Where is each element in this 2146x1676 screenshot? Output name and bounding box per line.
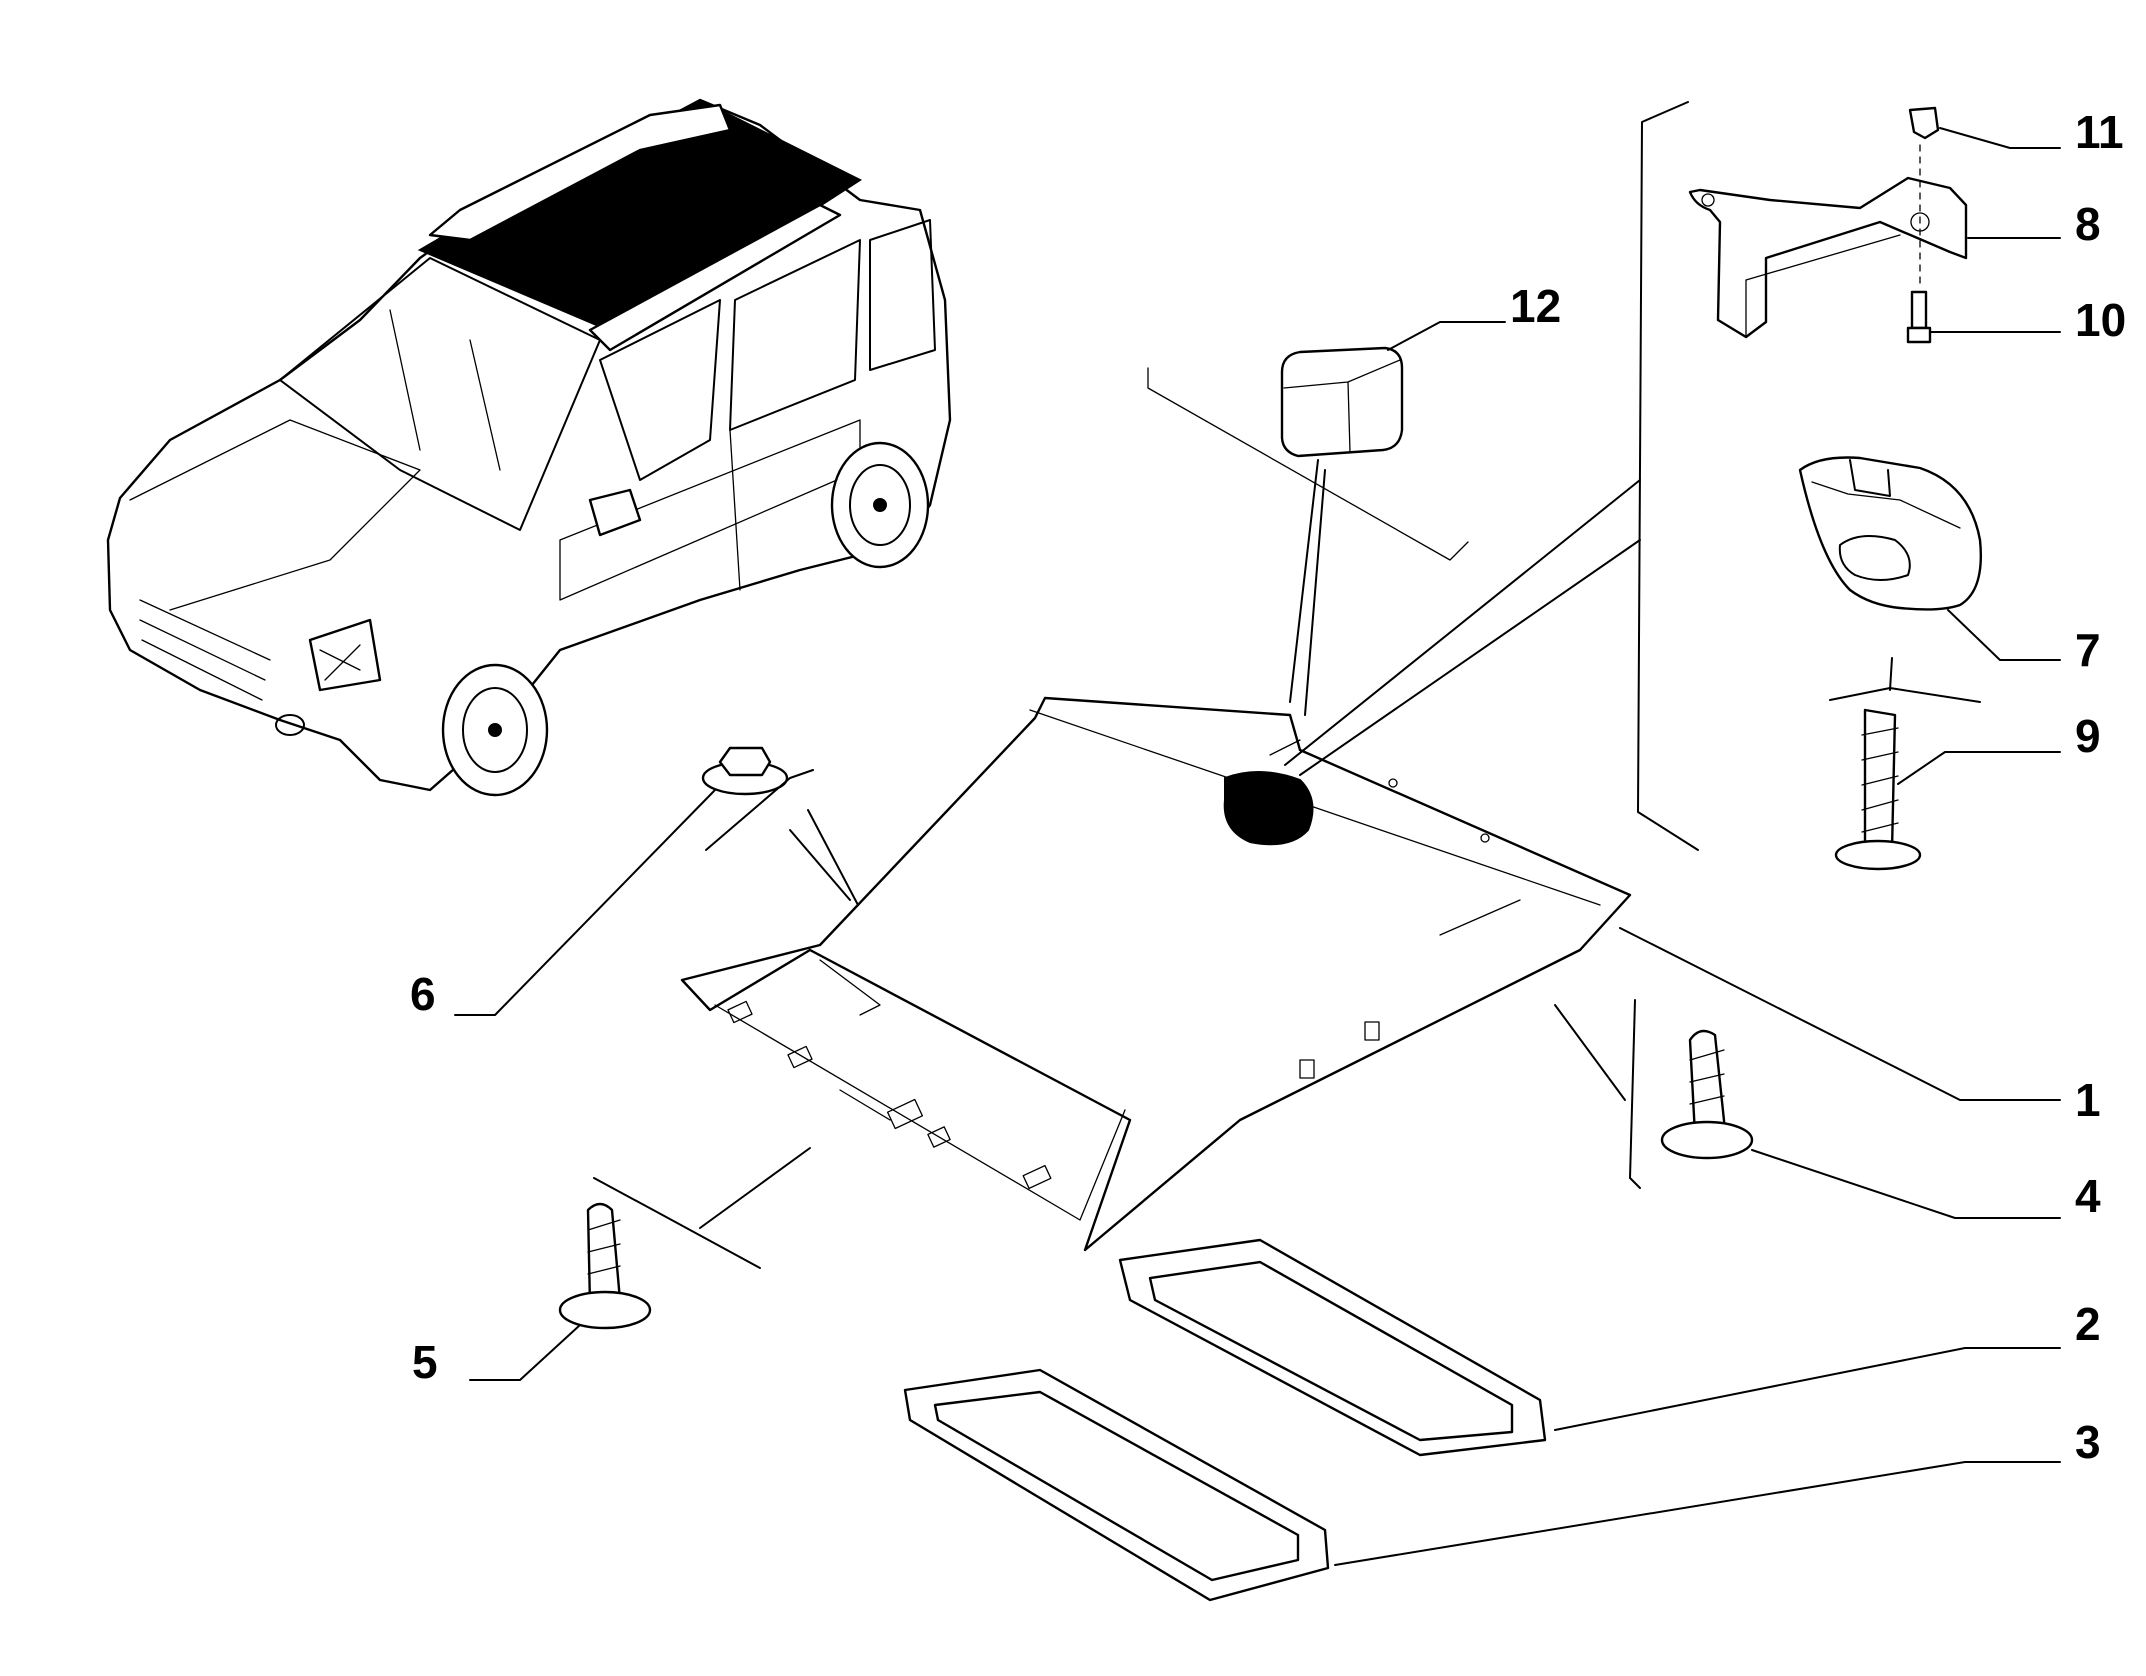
part-6-nut [701, 746, 859, 906]
callout-6: 6 [410, 968, 436, 1020]
callout-3: 3 [2075, 1416, 2101, 1468]
headlining-panel [680, 696, 1632, 1252]
callout-8: 8 [2075, 198, 2101, 250]
part-12-pad [1147, 346, 1469, 716]
callout-1: 1 [2075, 1074, 2101, 1126]
callout-11: 11 [2075, 106, 2124, 158]
bracket-group [1284, 101, 1968, 851]
car-illustration [106, 98, 952, 797]
callout-5: 5 [412, 1336, 438, 1388]
callout-2: 2 [2075, 1298, 2101, 1350]
callout-12: 12 [1510, 280, 1561, 332]
frames [903, 1238, 1547, 1602]
leader-lines [454, 127, 2061, 1566]
callout-10: 10 [2075, 294, 2126, 346]
callout-4: 4 [2075, 1170, 2101, 1222]
callout-7: 7 [2075, 624, 2101, 676]
part-7-handle [1798, 456, 1982, 611]
part-4-clip [1554, 999, 1754, 1189]
callout-9: 9 [2075, 710, 2101, 762]
part-5-clip [558, 1147, 811, 1330]
part-9-screw [1829, 657, 1981, 871]
